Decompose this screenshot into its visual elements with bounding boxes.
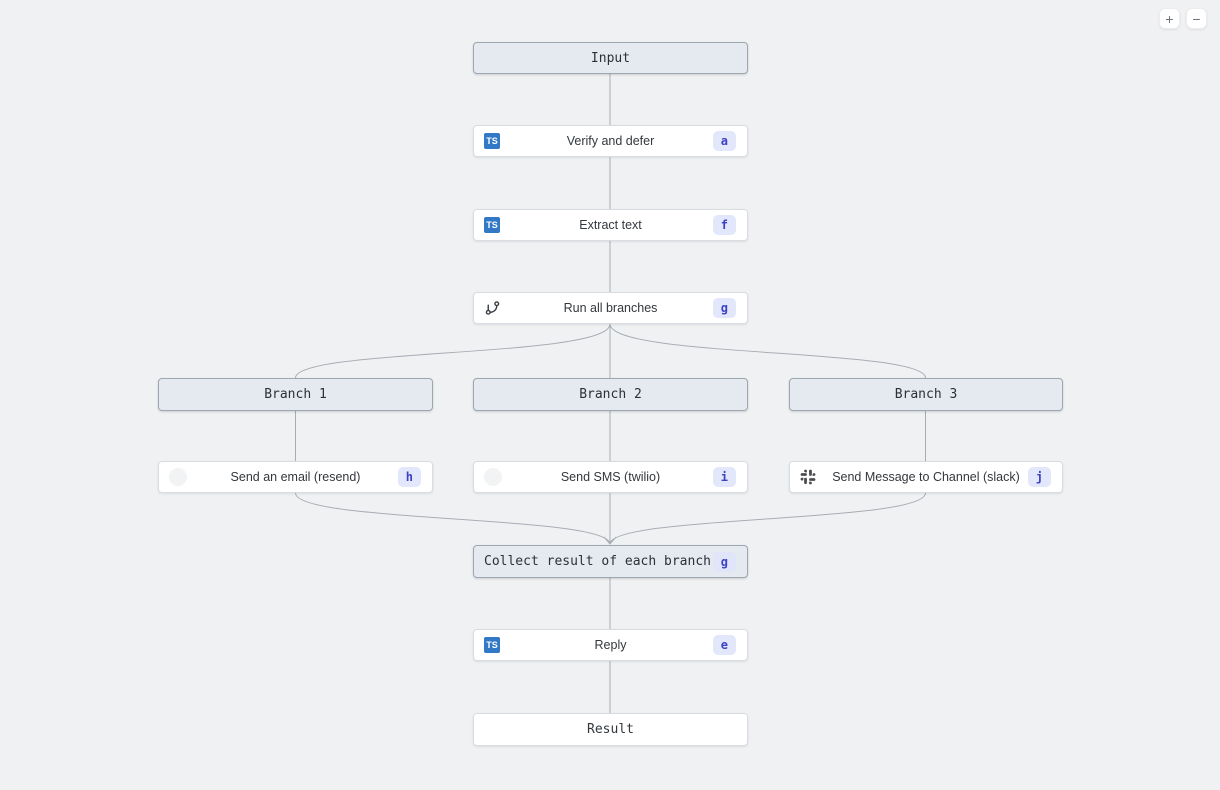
- zoom-out-button[interactable]: −: [1186, 8, 1207, 29]
- typescript-icon: TS: [484, 217, 500, 233]
- node-branch-3[interactable]: Branch 3: [789, 378, 1063, 411]
- node-branch2-label: Branch 2: [579, 387, 642, 402]
- node-reply-label: Reply: [594, 638, 627, 652]
- node-run-all-branches[interactable]: Run all branches g: [473, 292, 748, 324]
- edge-run-branch1: [295, 323, 611, 379]
- slack-icon: [800, 469, 816, 485]
- node-send-message-slack[interactable]: Send Message to Channel (slack) j: [789, 461, 1063, 493]
- node-input-label: Input: [590, 50, 631, 66]
- node-send-slack-label: Send Message to Channel (slack): [832, 470, 1020, 484]
- git-branch-icon: [484, 300, 501, 317]
- node-extract-badge: f: [712, 215, 736, 235]
- node-branch-2[interactable]: Branch 2: [473, 378, 748, 411]
- twilio-logo-icon: [484, 468, 502, 486]
- edge-collect-arrowhead: [603, 536, 617, 545]
- node-branch3-label: Branch 3: [894, 387, 958, 402]
- typescript-icon: TS: [484, 133, 500, 149]
- node-input[interactable]: Input: [473, 42, 748, 74]
- node-collect-result[interactable]: Collect result of each branch g: [473, 545, 748, 578]
- node-run-badge: g: [712, 298, 736, 318]
- node-branch-1[interactable]: Branch 1: [158, 378, 433, 411]
- node-send-email-label: Send an email (resend): [230, 470, 361, 484]
- node-send-sms-label: Send SMS (twilio): [560, 470, 661, 484]
- node-result[interactable]: Result: [473, 713, 748, 746]
- node-run-label: Run all branches: [563, 301, 658, 315]
- edge-email-collect: [295, 492, 611, 545]
- node-result-label: Result: [587, 722, 634, 737]
- node-reply[interactable]: TS Reply e: [473, 629, 748, 661]
- node-reply-badge: e: [712, 635, 736, 655]
- node-send-email-badge: h: [397, 467, 421, 487]
- node-send-sms-badge: i: [712, 467, 736, 487]
- node-collect-label: Collect result of each branch: [484, 554, 711, 569]
- node-collect-badge: g: [712, 551, 736, 572]
- resend-logo-icon: [169, 468, 187, 486]
- node-extract-label: Extract text: [579, 218, 642, 232]
- zoom-in-button[interactable]: +: [1159, 8, 1180, 29]
- zoom-controls: + −: [1159, 8, 1207, 29]
- node-branch1-label: Branch 1: [264, 387, 327, 402]
- node-verify-and-defer[interactable]: TS Verify and defer a: [473, 125, 748, 157]
- edge-run-branch3: [609, 323, 926, 379]
- edge-slack-collect: [609, 492, 926, 545]
- node-verify-badge: a: [712, 131, 736, 151]
- node-extract-text[interactable]: TS Extract text f: [473, 209, 748, 241]
- node-send-email-resend[interactable]: Send an email (resend) h: [158, 461, 433, 493]
- typescript-icon: TS: [484, 637, 500, 653]
- node-send-slack-badge: j: [1027, 467, 1051, 487]
- node-send-sms-twilio[interactable]: Send SMS (twilio) i: [473, 461, 748, 493]
- node-verify-label: Verify and defer: [566, 134, 655, 148]
